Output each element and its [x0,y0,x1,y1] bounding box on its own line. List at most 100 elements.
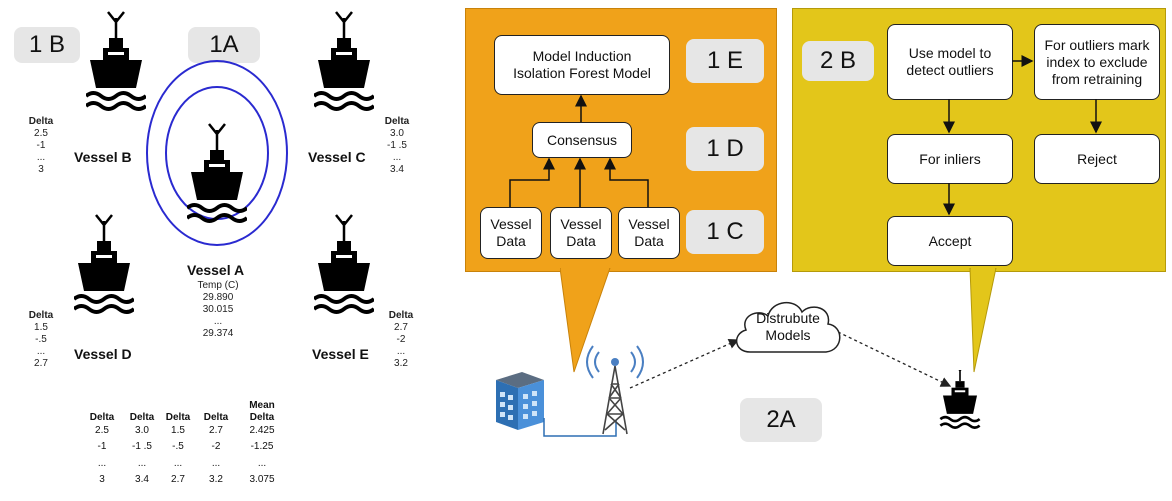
table-cell: ... [257,458,267,469]
delta-value: 2.7 [34,358,48,369]
vessel-data-label: Data [634,233,664,249]
server-to-tower-link [543,418,617,437]
delta-value: 3.2 [394,358,408,369]
vessel-b-ship-icon [86,10,146,120]
receiving-vessel-ship-icon [938,370,982,442]
ellipsis: ... [36,346,46,357]
table-cell: 3.0 [135,425,149,436]
vessel-data-label: Data [496,233,526,249]
accept-label: Accept [928,232,972,249]
vessel-e-ship-icon [314,213,374,323]
table-cell: ... [173,458,183,469]
delta-value: 2.7 [394,322,408,333]
vessel-data-label: Data [566,233,596,249]
delta-label: Delta [28,116,54,127]
cloud-icon [736,302,841,353]
reject-box: Reject [1034,134,1160,184]
table-header: Delta [129,412,155,423]
server-building-icon [496,372,544,430]
table-header: Delta [203,412,229,423]
label-1b: 1 B [14,27,80,63]
ellipsis: ... [392,152,402,163]
label-1a: 1A [188,27,260,63]
vessel-b-name: Vessel B [74,149,132,165]
vessel-data-label: Vessel [628,216,670,232]
vessel-a-temp-values: Temp (C) 29.890 30.015 ... 29.374 [188,280,248,340]
vessel-data-box: Vessel Data [480,207,542,259]
vessel-e-delta-values: Delta 2.7 -2 ... 3.2 [388,310,414,370]
vessel-b-delta-values: Delta 2.5 -1 ... 3 [28,116,54,176]
delta-value: 3.0 [390,128,404,139]
label-2a: 2A [740,398,822,442]
ellipsis: ... [213,316,223,327]
mean-label: Mean [249,400,275,411]
delta-value: -1 [36,140,46,151]
model-induction-label: Model Induction [532,48,632,64]
inliers-label: For inliers [919,150,981,167]
table-cell: 3 [99,474,105,485]
delta-label: Delta [388,310,414,321]
table-cell: -1 .5 [131,441,152,452]
vessel-data-box: Vessel Data [550,207,612,259]
yellow-panel-arrows [943,55,1102,216]
isolation-forest-label: Isolation Forest Model [513,65,651,81]
delta-label: Delta [384,116,410,127]
vessel-data-label: Vessel [560,216,602,232]
vessel-c-ship-icon [314,10,374,120]
label-1c: 1 C [686,210,764,254]
vessel-d-ship-icon [74,213,134,323]
table-header: Delta [165,412,191,423]
table-cell: -1.25 [250,441,274,452]
table-cell: ... [211,458,221,469]
model-induction-box: Model Induction Isolation Forest Model [494,35,670,95]
mark-outliers-label: index to exclude [1046,53,1148,70]
distribute-arrows [629,331,952,389]
temp-value: 30.015 [202,304,234,315]
vessel-c-name: Vessel C [308,149,366,165]
table-cell: ... [97,458,107,469]
label-1e: 1 E [686,39,764,83]
table-cell: 2.425 [249,425,275,436]
temp-label: Temp (C) [197,280,239,291]
vessel-e-name: Vessel E [312,346,369,362]
orange-panel-arrows [509,94,649,207]
temp-value: 29.374 [202,328,234,339]
table-cell: 2.7 [209,425,223,436]
delta-value: 2.5 [34,128,48,139]
table-header: Delta [89,412,115,423]
vessel-a-ship-icon [187,122,247,232]
radio-tower-icon [586,345,644,435]
vessel-data-box: Vessel Data [618,207,680,259]
mark-outliers-box: For outliers mark index to exclude from … [1034,24,1160,100]
delta-value: 1.5 [34,322,48,333]
reject-label: Reject [1077,150,1117,167]
table-cell: -.5 [172,441,184,452]
detect-outliers-box: Use model to detect outliers [887,24,1013,100]
delta-value: -.5 [35,334,47,345]
table-cell: ... [137,458,147,469]
table-cell: 3.2 [209,474,223,485]
ellipsis: ... [396,346,406,357]
table-cell: 3.075 [249,474,275,485]
delta-label: Delta [28,310,54,321]
distribute-models-line: Models [765,327,811,343]
delta-value: -1 .5 [386,140,407,151]
ellipsis: ... [36,152,46,163]
vessel-d-delta-values: Delta 1.5 -.5 ... 2.7 [28,310,54,370]
table-cell: 1.5 [171,425,185,436]
table-cell: 2.7 [171,474,185,485]
consensus-label: Consensus [546,131,618,148]
vessel-data-label: Vessel [490,216,532,232]
table-header: Delta [249,412,275,423]
distribute-models-line: Distrubute [756,310,820,326]
detect-outliers-label: Use model to [908,45,992,61]
delta-value: 3.4 [390,164,404,175]
temp-value: 29.890 [202,292,234,303]
distribute-models-label: Distrubute Models [740,310,836,344]
consensus-panel-callout [560,268,611,373]
vessel-a-name: Vessel A [187,262,245,278]
table-cell: -2 [211,441,221,452]
table-cell: -1 [97,441,107,452]
delta-value: 3 [38,164,44,175]
vessel-d-name: Vessel D [74,346,132,362]
